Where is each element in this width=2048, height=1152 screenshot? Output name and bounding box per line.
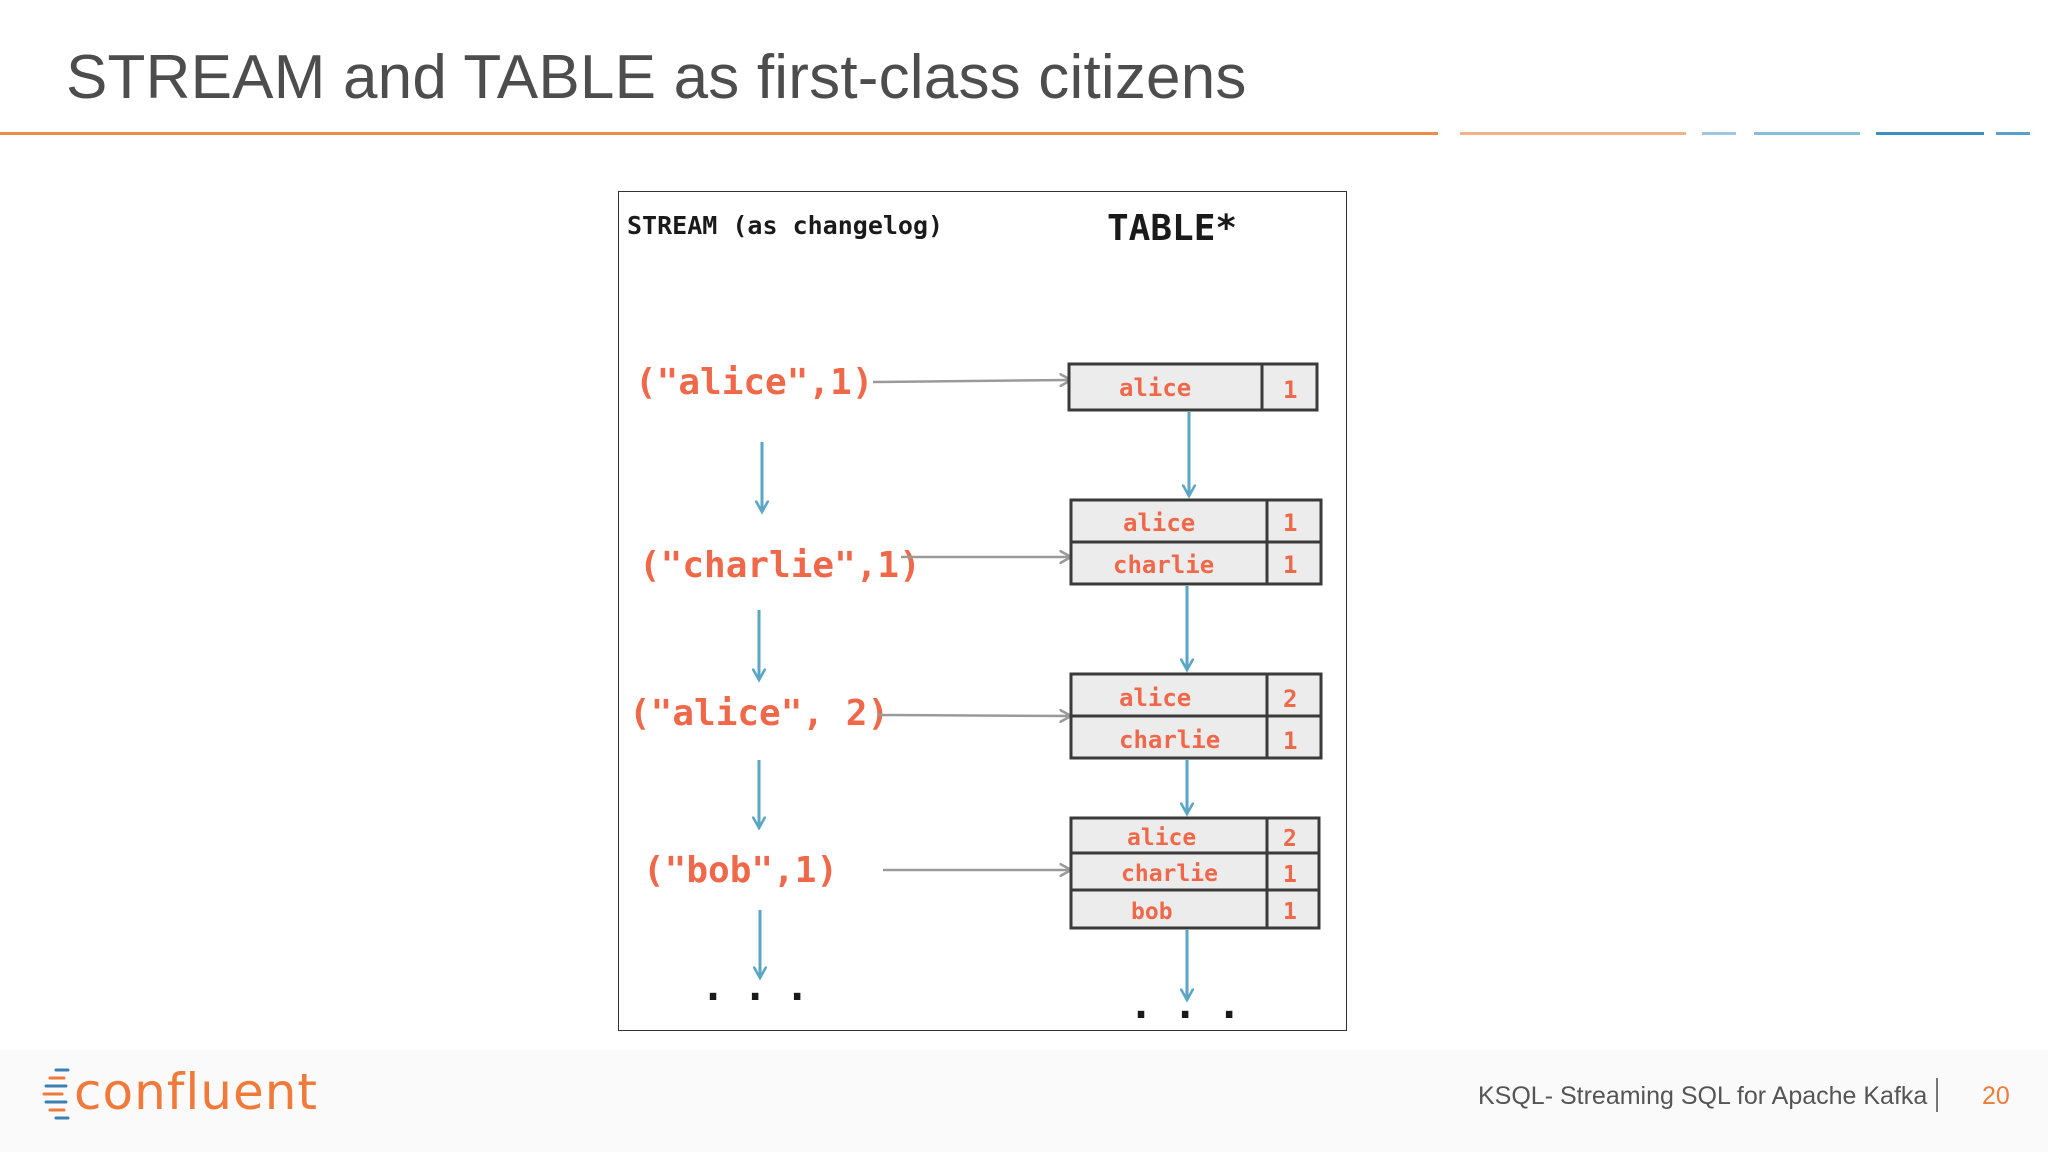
header-rule-orange-light bbox=[1460, 132, 1686, 135]
table-key: alice bbox=[1123, 509, 1195, 537]
stream-event: ("alice",1) bbox=[635, 362, 873, 403]
header-rule-blue-2 bbox=[1754, 132, 1860, 135]
table-value: 2 bbox=[1283, 685, 1297, 713]
table-value: 2 bbox=[1283, 826, 1297, 852]
table-snapshot: alice 1 bbox=[1067, 362, 1319, 412]
table-key: charlie bbox=[1121, 861, 1218, 887]
confluent-logo-text: confluent bbox=[74, 1063, 319, 1121]
footer-strip bbox=[0, 1050, 2048, 1152]
confluent-logo-icon bbox=[42, 1068, 70, 1120]
table-snapshot: alice 2 charlie 1 bbox=[1069, 672, 1323, 760]
footer-divider bbox=[1936, 1078, 1938, 1112]
stream-to-table-arrow bbox=[872, 380, 1071, 382]
table-snapshot: alice 2 charlie 1 bob 1 bbox=[1069, 816, 1321, 930]
table-ellipsis: ... bbox=[1129, 982, 1261, 1028]
stream-event: ("alice", 2) bbox=[629, 693, 889, 734]
page-number: 20 bbox=[1982, 1082, 2010, 1110]
table-key: alice bbox=[1119, 374, 1191, 402]
table-key: charlie bbox=[1119, 726, 1220, 754]
stream-table-diagram: STREAM (as changelog) TABLE* ("alice",1)… bbox=[627, 208, 1323, 1028]
stream-ellipsis: ... bbox=[701, 964, 827, 1010]
header-rule-blue-4 bbox=[1996, 132, 2030, 135]
table-value: 1 bbox=[1283, 509, 1297, 537]
table-key: charlie bbox=[1113, 551, 1214, 579]
table-key: alice bbox=[1119, 684, 1191, 712]
header-rule-blue-3 bbox=[1876, 132, 1984, 135]
table-value: 1 bbox=[1283, 551, 1297, 579]
table-value: 1 bbox=[1283, 899, 1297, 925]
table-key: alice bbox=[1127, 825, 1196, 851]
table-key: bob bbox=[1131, 899, 1173, 925]
header-rule-orange bbox=[0, 132, 1438, 135]
table-value: 1 bbox=[1283, 376, 1297, 404]
slide-title: STREAM and TABLE as first-class citizens bbox=[66, 43, 1247, 112]
stream-table-figure: STREAM (as changelog) TABLE* ("alice",1)… bbox=[618, 191, 1347, 1031]
footer-presentation-title: KSQL- Streaming SQL for Apache Kafka bbox=[1478, 1082, 1928, 1110]
stream-to-table-arrow bbox=[876, 715, 1071, 716]
table-value: 1 bbox=[1283, 727, 1297, 755]
header-rule-blue-1 bbox=[1702, 132, 1736, 135]
stream-heading: STREAM (as changelog) bbox=[627, 211, 943, 240]
table-heading: TABLE* bbox=[1107, 208, 1237, 249]
stream-event: ("bob",1) bbox=[643, 850, 838, 891]
stream-event: ("charlie",1) bbox=[639, 545, 921, 586]
table-snapshot: alice 1 charlie 1 bbox=[1069, 498, 1323, 586]
table-value: 1 bbox=[1283, 862, 1297, 888]
